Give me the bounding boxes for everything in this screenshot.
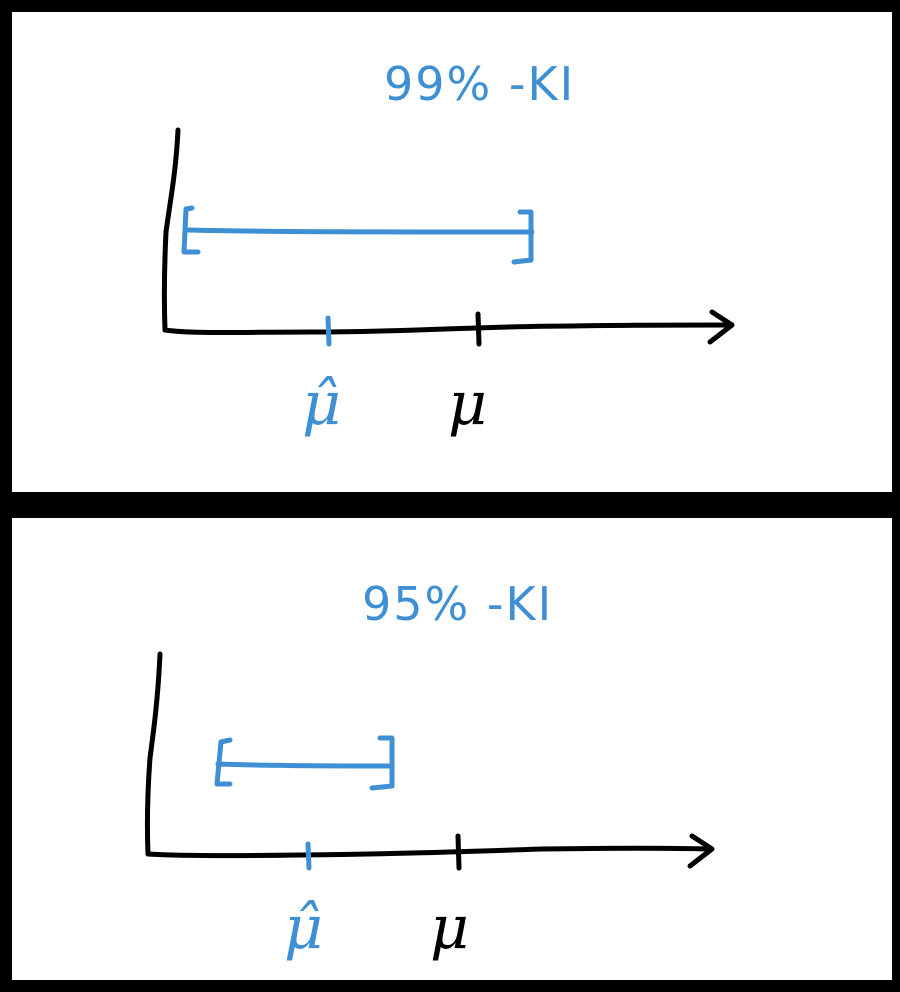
x-axis (145, 845, 713, 859)
y-axis (161, 127, 181, 333)
true-value-label: μ (430, 893, 469, 963)
panel-95-ci: 95% -KI μ̂ μ (12, 518, 892, 980)
ci-title: 99% -KI (384, 57, 575, 111)
true-value-tick (455, 833, 462, 871)
estimate-label: μ̂ (284, 893, 323, 963)
x-axis (162, 322, 733, 335)
ci-interval-line (185, 227, 535, 235)
estimate-label: μ̂ (302, 369, 341, 439)
panel-99-ci: 99% -KI μ̂ μ (12, 12, 892, 492)
ci-left-bracket (181, 205, 201, 255)
estimate-tick (325, 315, 332, 347)
ci-right-bracket (511, 209, 534, 265)
x-axis-arrowhead (687, 833, 715, 869)
ci-interval-line (215, 761, 395, 769)
x-axis-arrowhead (707, 309, 735, 345)
true-value-tick (475, 311, 482, 347)
estimate-tick (305, 841, 312, 871)
ci-right-bracket (369, 735, 395, 791)
true-value-label: μ (448, 369, 487, 439)
panel-99-ci-drawing: 99% -KI μ̂ μ (161, 57, 735, 439)
y-axis (144, 651, 163, 857)
panel-95-ci-drawing: 95% -KI μ̂ μ (144, 577, 715, 963)
ci-title: 95% -KI (362, 577, 553, 631)
